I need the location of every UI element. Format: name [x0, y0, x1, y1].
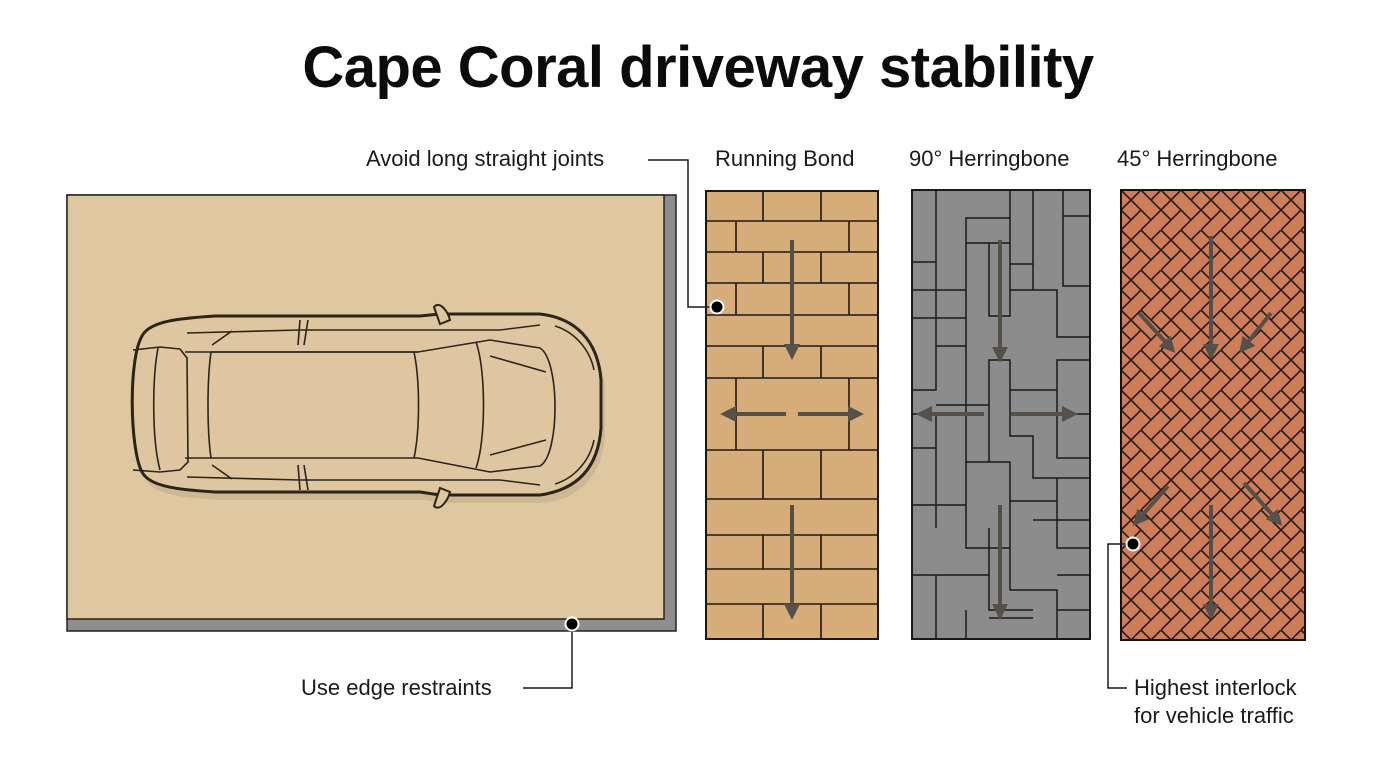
callout-highest-interlock-line1: Highest interlock [1134, 675, 1297, 700]
car-icon [130, 303, 605, 509]
label-45-herringbone: 45° Herringbone [1117, 146, 1278, 171]
callout-dots [564, 299, 1141, 632]
callout-lines [523, 159, 1133, 689]
diagram-title: Cape Coral driveway stability [302, 35, 1094, 100]
callout-avoid-long-straight-joints: Avoid long straight joints [366, 146, 605, 171]
label-90-herringbone: 90° Herringbone [909, 146, 1070, 171]
callout-use-edge-restraints: Use edge restraints [301, 675, 492, 700]
load-arrows [720, 236, 1283, 620]
callout-highest-interlock-line2: for vehicle traffic [1134, 703, 1294, 728]
label-running-bond: Running Bond [715, 146, 855, 171]
